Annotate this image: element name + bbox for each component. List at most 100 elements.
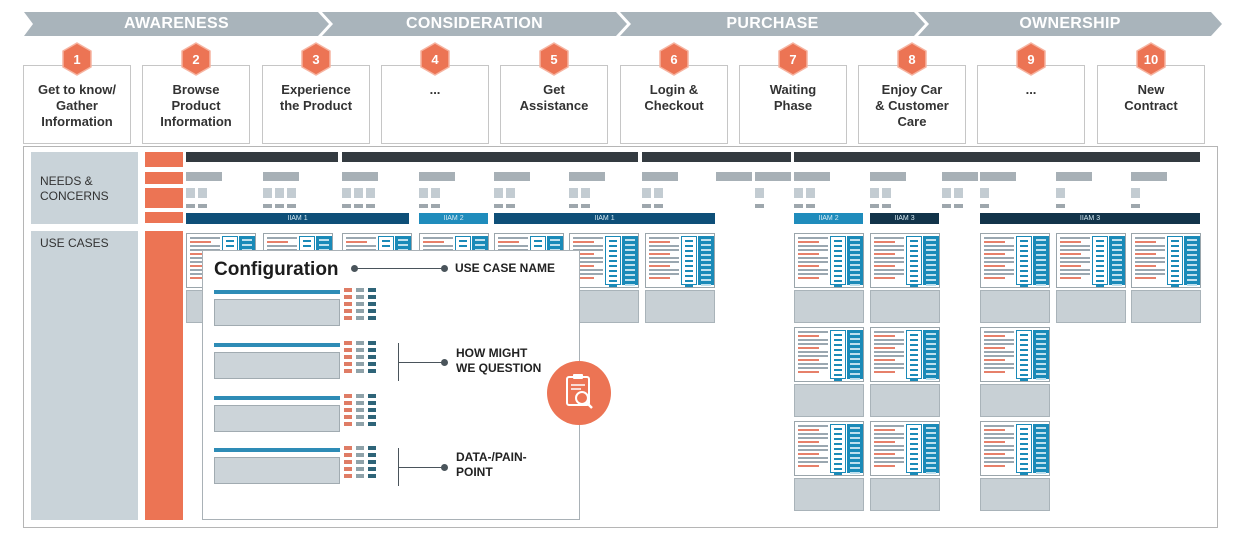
panel-tick	[834, 265, 842, 267]
panel-tick	[926, 462, 936, 464]
panel-tick	[1036, 467, 1046, 469]
panel-tick	[1096, 245, 1104, 247]
card-line	[190, 277, 211, 279]
card-line	[798, 441, 819, 443]
concern-square	[980, 188, 989, 198]
panel-tick	[926, 348, 936, 350]
step-number-badge-2: 2	[180, 42, 212, 76]
panel-tick	[303, 240, 311, 242]
panel-tick	[1036, 378, 1046, 380]
concern-square	[755, 188, 764, 198]
panel-tick	[1020, 374, 1028, 376]
panel-tick	[701, 259, 711, 261]
panel-tick	[685, 255, 693, 257]
zoom-bar	[214, 448, 340, 452]
concern-header	[186, 172, 222, 181]
panel-tick	[926, 244, 936, 246]
step-label: New Contract	[1124, 82, 1178, 113]
step-label: ...	[1025, 82, 1037, 97]
panel-tick	[1020, 354, 1028, 356]
panel-tick	[834, 453, 842, 455]
card-line	[798, 347, 819, 349]
zoom-marker	[356, 467, 364, 471]
use-case-card	[794, 421, 864, 476]
use-case-grey-box	[794, 384, 864, 417]
card-line	[984, 253, 1005, 255]
panel-tick	[1036, 348, 1046, 350]
card-line	[984, 339, 1014, 341]
use-case-grey-box	[794, 478, 864, 511]
card-line	[1060, 261, 1090, 263]
card-line	[573, 277, 594, 279]
card-line	[874, 453, 895, 455]
panel-tick	[1020, 458, 1028, 460]
panel-tick	[850, 353, 860, 355]
card-line	[498, 241, 519, 243]
use-case-card	[980, 327, 1050, 382]
panel-tick	[1096, 270, 1104, 272]
card-line	[984, 245, 1014, 247]
panel-tick	[850, 462, 860, 464]
step-label: Enjoy Car & Customer Care	[875, 82, 949, 129]
panel-tick	[834, 473, 842, 475]
concern-header	[494, 172, 530, 181]
card-line	[498, 237, 528, 239]
panel-tick	[1171, 260, 1179, 262]
panel-tick	[1187, 269, 1197, 271]
panel-tick	[1020, 255, 1028, 257]
panel-tick	[1187, 254, 1197, 256]
concern-square	[1131, 188, 1140, 198]
concern-square	[794, 188, 803, 198]
card-lines	[984, 237, 1014, 281]
panel-tick	[1036, 427, 1046, 429]
step-number-badge-10: 10	[1135, 42, 1167, 76]
card-line	[798, 253, 819, 255]
panel-tick	[685, 275, 693, 277]
card-line	[1060, 277, 1081, 279]
card-line	[984, 367, 1014, 369]
card-line	[798, 257, 828, 259]
concern-header	[716, 172, 752, 181]
panel-tick	[226, 240, 234, 242]
use-case-card	[870, 421, 940, 476]
step-card-3: Experience the Product	[262, 65, 370, 144]
hexagon-icon	[62, 42, 92, 76]
panel-tick	[1112, 259, 1122, 261]
card-line	[649, 273, 679, 275]
card-lines	[798, 425, 828, 469]
zoom-marker	[368, 295, 376, 299]
panel-tick	[910, 250, 918, 252]
connector-line	[398, 362, 443, 363]
card-panel	[622, 236, 638, 286]
panel-tick	[609, 250, 617, 252]
card-line	[649, 261, 679, 263]
step-number: 10	[1143, 51, 1159, 67]
card-panel	[1016, 236, 1032, 287]
card-line	[798, 359, 819, 361]
step-card-4: ...	[381, 65, 489, 144]
card-line	[798, 461, 828, 463]
zoom-marker	[368, 453, 376, 457]
card-line	[984, 273, 1014, 275]
panel-tick	[1020, 448, 1028, 450]
panel-tick	[926, 343, 936, 345]
panel-tick	[1112, 269, 1122, 271]
panel-tick	[850, 358, 860, 360]
card-line	[798, 355, 828, 357]
concern-square	[806, 188, 815, 198]
connector-dot	[351, 265, 358, 272]
panel-tick	[834, 334, 842, 336]
panel-tick	[1187, 259, 1197, 261]
panel-tick	[834, 443, 842, 445]
card-line	[874, 347, 895, 349]
panel-tick	[910, 265, 918, 267]
step-number: 4	[431, 51, 439, 67]
card-line	[984, 363, 1014, 365]
panel-tick	[926, 274, 936, 276]
card-line	[874, 257, 904, 259]
card-panel	[906, 236, 922, 287]
panel-tick	[910, 448, 918, 450]
use-case-card	[870, 327, 940, 382]
iam-tag: IIAM 3	[980, 213, 1200, 224]
panel-tick	[1020, 344, 1028, 346]
